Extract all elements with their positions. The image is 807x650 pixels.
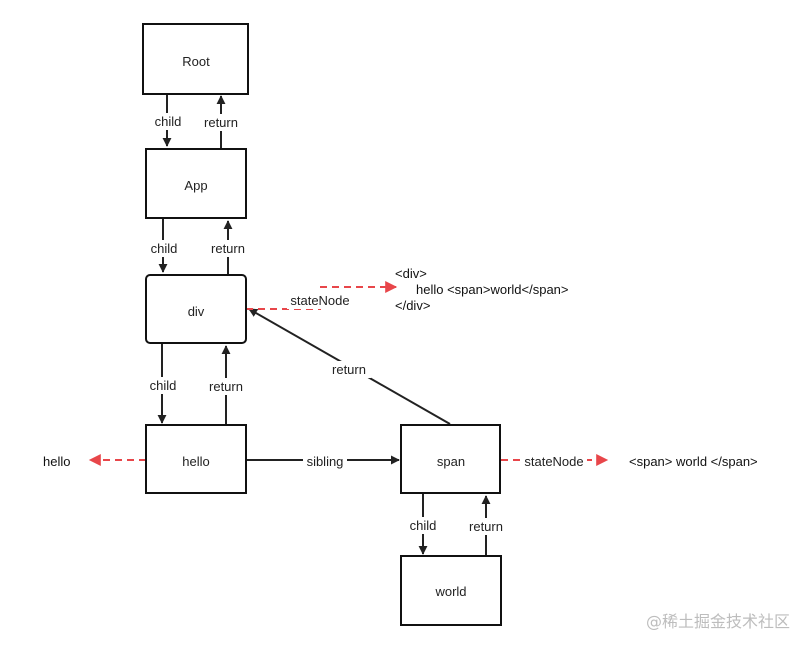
node-root: Root <box>142 23 249 95</box>
hello-text-node: hello <box>43 454 70 469</box>
label-div-app-return: return <box>211 241 245 256</box>
node-hello-label: hello <box>182 454 209 469</box>
node-div: div <box>145 274 247 344</box>
node-app: App <box>145 148 247 219</box>
node-world-label: world <box>434 584 466 599</box>
label-div-state-node: stateNode <box>290 293 349 308</box>
label-span-state-node: stateNode <box>524 454 583 469</box>
node-hello: hello <box>145 424 247 494</box>
label-hello-div-return: return <box>209 379 243 394</box>
node-span: span <box>400 424 501 494</box>
span-html-snippet: <span> world </span> <box>629 454 758 469</box>
node-app-label: App <box>184 178 207 193</box>
div-html-line-3: </div> <box>395 298 430 313</box>
node-span-label: span <box>437 454 465 469</box>
label-div-hello-child: child <box>150 378 177 393</box>
node-div-label: div <box>188 304 205 319</box>
label-app-root-return: return <box>204 115 238 130</box>
node-world: world <box>400 555 502 626</box>
watermark-text: @稀土掘金技术社区 <box>646 612 790 631</box>
div-html-line-2: hello <span>world</span> <box>416 282 569 297</box>
label-root-app-child: child <box>155 114 182 129</box>
label-span-div-return: return <box>332 362 366 377</box>
label-span-world-child: child <box>410 518 437 533</box>
label-app-div-child: child <box>151 241 178 256</box>
label-world-span-return: return <box>469 519 503 534</box>
label-hello-span-sibling: sibling <box>307 454 344 469</box>
div-html-line-1: <div> <box>395 266 427 281</box>
div-html-snippet: <div> hello <span>world</span> </div> <box>395 266 569 313</box>
node-root-label: Root <box>182 54 210 69</box>
